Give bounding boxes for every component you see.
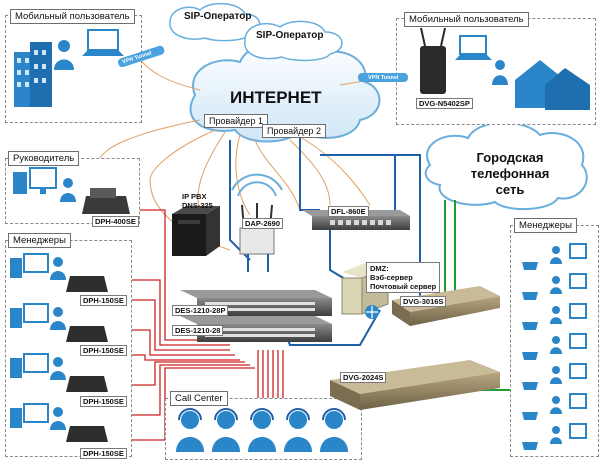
analog-phone-icon	[522, 423, 587, 450]
des-1210-28-label: DES-1210-28	[172, 325, 224, 336]
analog-phone-icon	[522, 363, 587, 390]
dvg-n5402sp-label: DVG-N5402SP	[416, 98, 473, 109]
analog-phone-icon	[522, 243, 587, 270]
mobile-user-right-label: Мобильный пользователь	[404, 12, 529, 27]
dph-150se-label-2: DPH-150SE	[80, 345, 127, 356]
sip-operator-1-label: SIP-Оператор	[184, 11, 252, 22]
headset-agent-icon	[320, 408, 348, 452]
headset-agent-icon	[248, 408, 276, 452]
voip-gateway-icon	[330, 360, 500, 410]
computer-icon	[10, 403, 108, 442]
laptop-icon	[82, 29, 124, 56]
user-icon	[54, 40, 74, 70]
dmz-label: DMZ: Вэб-сервер Почтовый сервер	[366, 262, 441, 293]
mobile-user-left-label: Мобильный пользователь	[10, 9, 135, 24]
city-network-line1: Городская	[476, 150, 544, 165]
office-building-icon	[14, 42, 52, 107]
provider-1-label: Провайдер 1	[204, 114, 268, 128]
internet-label: ИНТЕРНЕТ	[230, 88, 322, 107]
call-center-agents	[176, 408, 348, 452]
dmz-line1: DMZ:	[370, 264, 389, 273]
access-point-icon	[231, 173, 283, 272]
city-network-line2: телефонная	[470, 166, 550, 181]
managers-right-label: Менеджеры	[514, 218, 577, 233]
manager-workstations-right	[522, 243, 587, 450]
ip-pbx-line2: DNS-325	[182, 201, 213, 210]
user-icon	[492, 60, 508, 85]
headset-agent-icon	[284, 408, 312, 452]
sip-cloud-1	[169, 2, 261, 42]
vpn-tunnel-right-icon	[358, 73, 408, 82]
analog-phone-icon	[522, 273, 587, 300]
laptop-icon	[455, 35, 492, 60]
dmz-line2: Вэб-сервер	[370, 273, 413, 282]
ip-pbx-label: IP PBX DNS-325	[182, 192, 213, 210]
router-icon	[420, 27, 446, 94]
dph-150se-label-3: DPH-150SE	[80, 396, 127, 407]
dph-150se-label-1: DPH-150SE	[80, 295, 127, 306]
dph-150se-label-4: DPH-150SE	[80, 448, 127, 459]
dvg-3016s-label: DVG-3016S	[400, 296, 447, 307]
analog-phone-icon	[522, 333, 587, 360]
dap-2690-label: DAP-2690	[242, 218, 284, 229]
computer-icon	[10, 253, 108, 292]
manager-boss-label: Руководитель	[8, 151, 80, 166]
call-center-label: Call Center	[170, 391, 228, 406]
vpn-tunnel-left-icon	[117, 45, 165, 68]
city-network-label: Городская телефонная сеть	[470, 150, 550, 198]
des-1210-28p-label: DES-1210-28P	[172, 305, 229, 316]
vpn-tunnel-right-label: VPN Tunnel	[368, 75, 399, 81]
sip-operator-2-label: SIP-Оператор	[256, 30, 324, 41]
switch-icon	[180, 316, 332, 342]
provider-2-label: Провайдер 2	[262, 124, 326, 138]
sip-cloud-2	[244, 20, 343, 62]
user-icon	[60, 178, 76, 202]
switch-icon	[180, 290, 332, 316]
headset-agent-icon	[212, 408, 240, 452]
nas-server-icon	[172, 206, 220, 256]
computer-icon	[10, 303, 108, 342]
manager-workstations-left	[10, 253, 108, 442]
ip-pbx-line1: IP PBX	[182, 192, 207, 201]
dvg-2024s-label: DVG-2024S	[340, 372, 387, 383]
city-network-cloud	[424, 121, 588, 211]
computer-icon	[10, 353, 108, 392]
analog-phone-icon	[522, 303, 587, 330]
house-icon	[515, 60, 590, 110]
dph-400se-label: DPH-400SE	[92, 216, 139, 227]
managers-left-label: Менеджеры	[8, 233, 71, 248]
headset-agent-icon	[176, 408, 204, 452]
ip-phone-icon	[82, 188, 130, 214]
dmz-line3: Почтовый сервер	[370, 282, 437, 291]
dfl-860e-label: DFL-860E	[328, 206, 369, 217]
city-network-line3: сеть	[495, 182, 525, 197]
computer-icon	[13, 167, 57, 194]
analog-phone-icon	[522, 393, 587, 420]
